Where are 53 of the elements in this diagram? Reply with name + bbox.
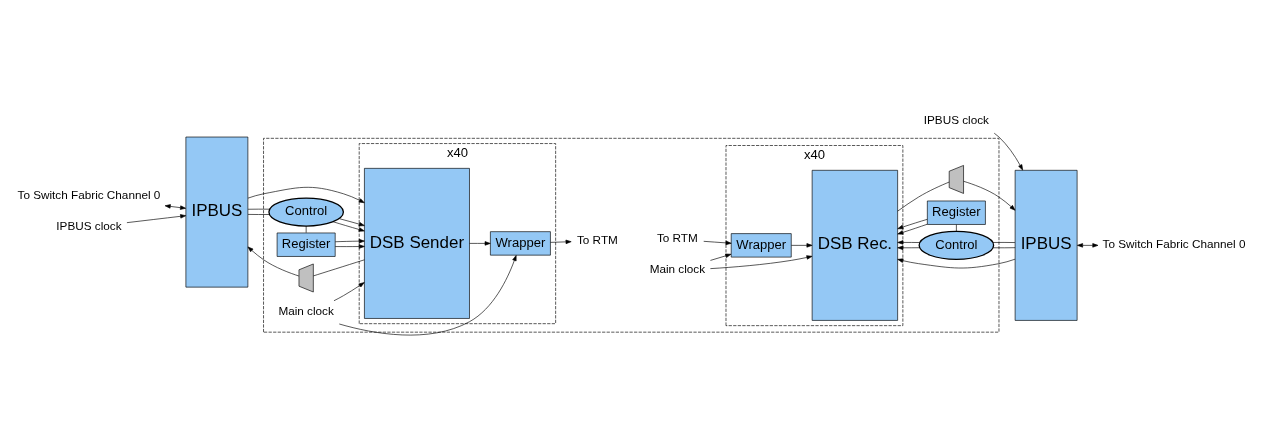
- node-text: IPBUS clock: [923, 113, 989, 127]
- arrow: [247, 246, 300, 277]
- connector: [897, 181, 950, 212]
- node-box: DSB Rec.: [811, 170, 898, 321]
- connector: [247, 208, 270, 210]
- connector: [305, 225, 307, 234]
- node-box: Register: [276, 232, 336, 257]
- node-trapezoid: [948, 165, 964, 194]
- cluster: [263, 138, 1000, 333]
- node-text: To Switch Fabric Channel 0: [17, 188, 161, 202]
- arrow: [332, 221, 365, 232]
- arrow: [247, 187, 365, 204]
- arrow: [897, 240, 920, 245]
- node-box: Wrapper: [490, 231, 551, 256]
- arrow: [897, 219, 928, 230]
- connector: [247, 214, 270, 215]
- node-ellipse: Control: [268, 197, 345, 227]
- arrow: [164, 204, 186, 210]
- arrow: [550, 239, 572, 244]
- arrow: [897, 258, 1016, 269]
- arrow: [338, 255, 517, 336]
- node-text: IPBUS clock: [56, 218, 122, 232]
- arrow: [897, 223, 928, 235]
- node-ellipse: Control: [918, 230, 995, 260]
- arrow: [339, 218, 365, 227]
- connector: [956, 224, 957, 232]
- arrow: [710, 253, 732, 261]
- node-trapezoid: [298, 263, 314, 293]
- node-text: Main clock: [649, 262, 706, 276]
- arrow: [469, 241, 491, 246]
- node-text: To RTM: [576, 232, 618, 246]
- arrow: [333, 282, 365, 302]
- arrow: [1077, 243, 1099, 248]
- arrow: [710, 255, 813, 269]
- connector: [992, 247, 1016, 249]
- connector: [313, 259, 365, 277]
- arrow: [703, 240, 732, 246]
- node-box: DSB Sender: [364, 168, 470, 319]
- arrow: [897, 245, 920, 250]
- node-box: IPBUS: [1014, 170, 1078, 321]
- arrow: [963, 181, 1016, 211]
- arrow: [993, 132, 1023, 171]
- node-text: To RTM: [656, 231, 698, 245]
- node-box: IPBUS: [185, 136, 249, 288]
- node-box: Wrapper: [730, 233, 792, 258]
- node-text: Main clock: [278, 304, 334, 318]
- arrow: [791, 243, 813, 248]
- node-text: To Switch Fabric Channel 0: [1102, 237, 1246, 251]
- node-box: Register: [927, 200, 986, 225]
- arrow: [334, 239, 365, 244]
- connector: [992, 242, 1016, 243]
- arrow: [334, 244, 365, 249]
- arrow: [126, 214, 187, 223]
